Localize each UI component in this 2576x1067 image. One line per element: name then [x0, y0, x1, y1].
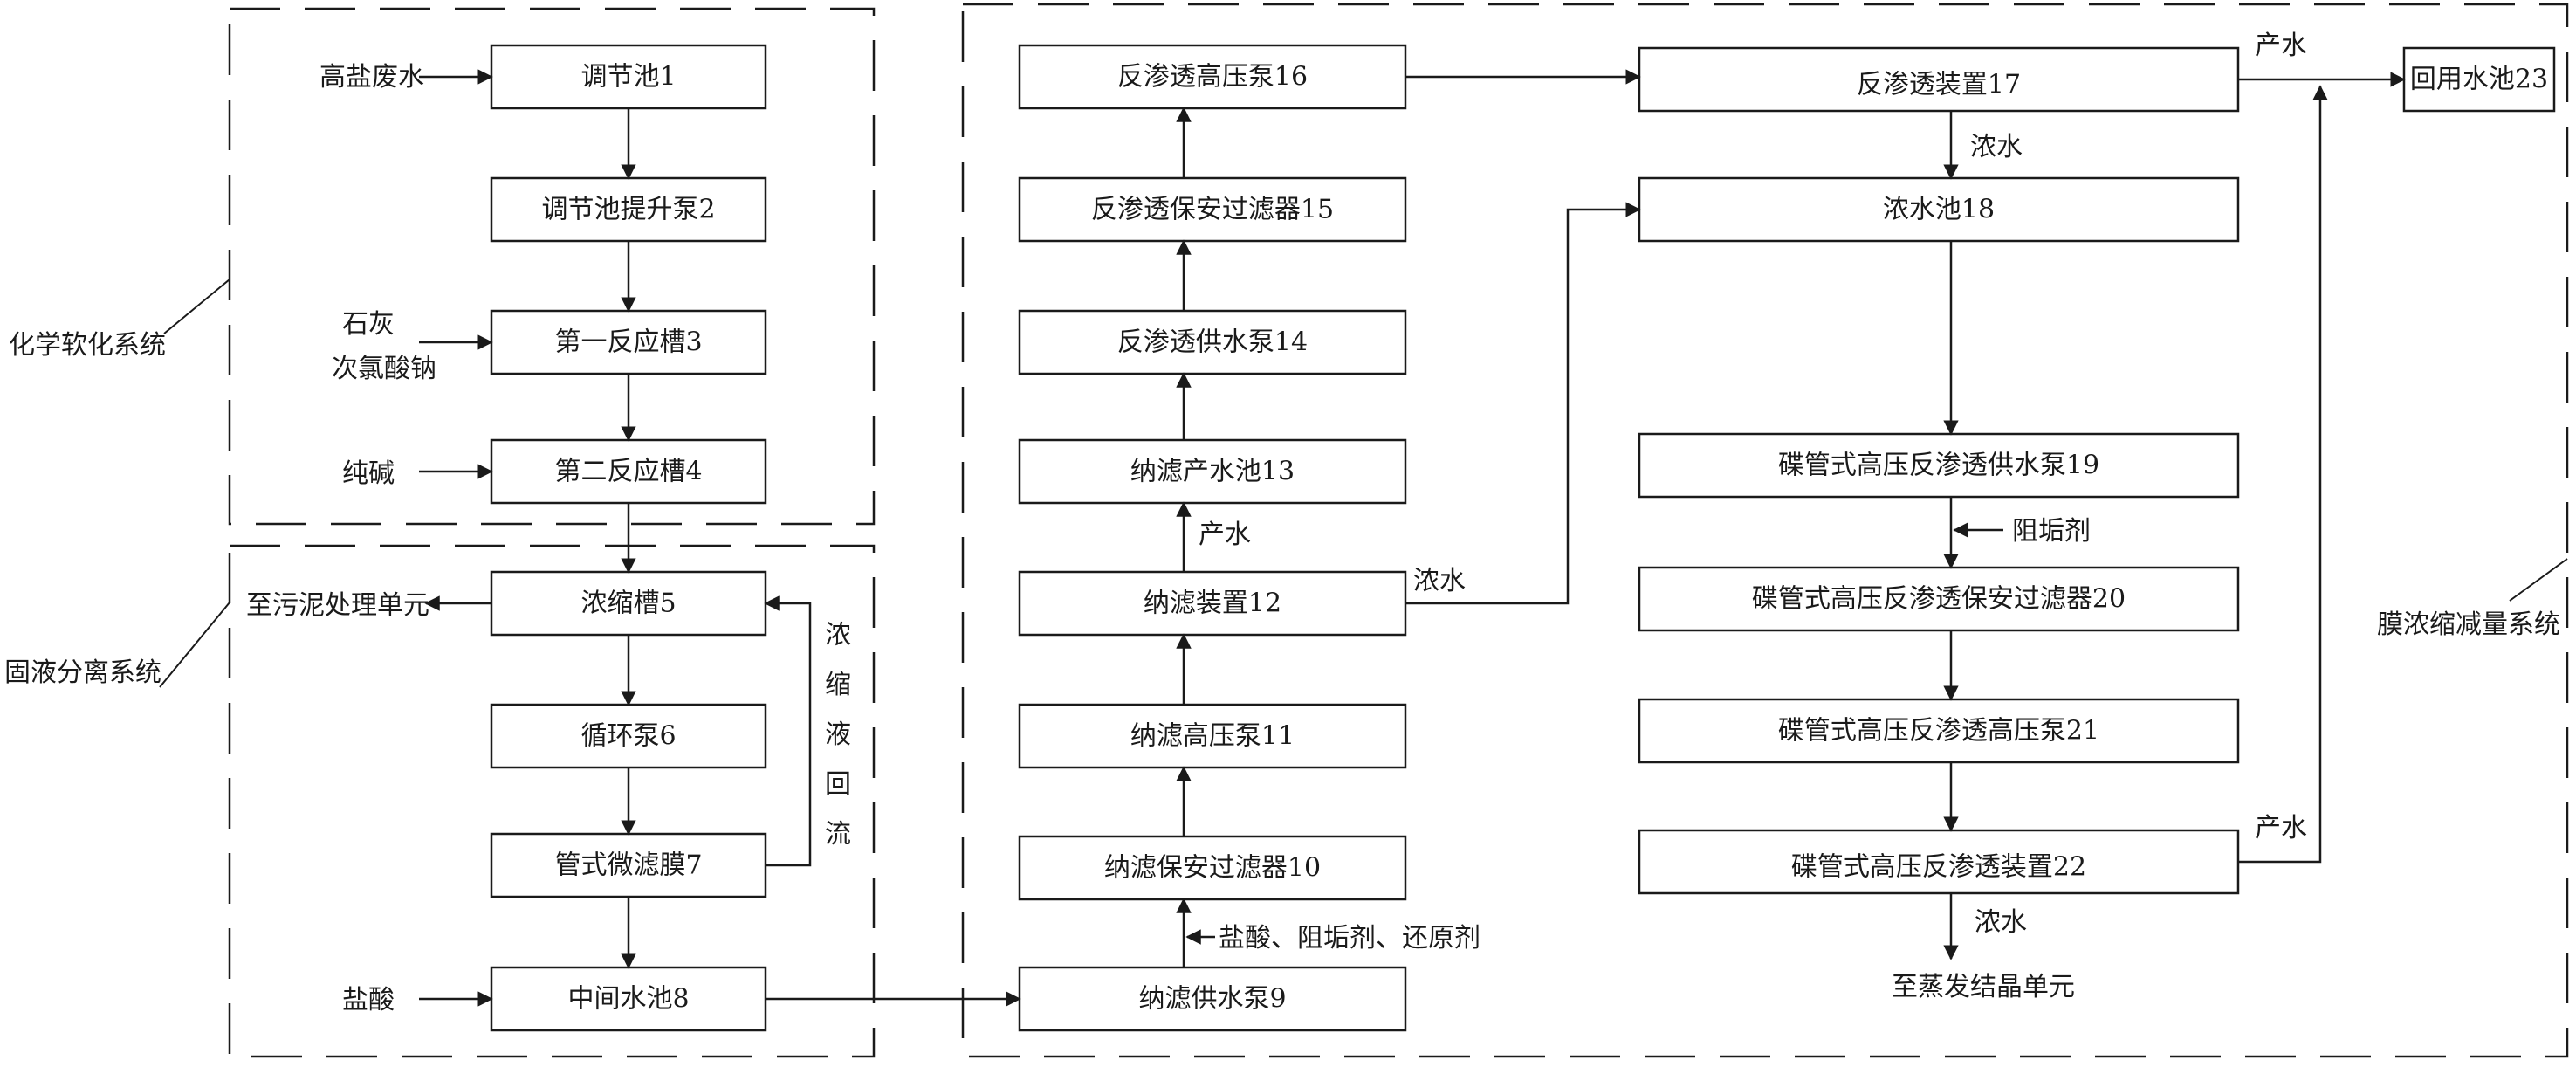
box-n8: [490, 966, 767, 1032]
box-n15: [1018, 176, 1407, 243]
output-to-sludge-unit: 至污泥处理单元: [246, 590, 429, 621]
box-n12: [1018, 570, 1407, 637]
boundary-solid-liquid-separation: [228, 544, 876, 1058]
input-soda-ash: 纯碱: [342, 458, 395, 489]
group-labels: 化学软化系统 固液分离系统 膜浓缩减量系统: [4, 279, 2568, 688]
label-n14: 反渗透供水泵14: [1117, 327, 1308, 358]
label-n1: 调节池1: [580, 62, 676, 93]
box-n6: [490, 703, 767, 769]
box-n14: [1018, 309, 1407, 375]
reflux-char: 流: [825, 819, 851, 850]
label-ro-permeate: 产水: [2255, 31, 2307, 61]
label-chemical-softening: 化学软化系统: [9, 330, 166, 361]
box-n10: [1018, 835, 1407, 901]
input-antiscalant: 阻垢剂: [2012, 516, 2091, 547]
label-solid-liquid-separation: 固液分离系统: [4, 657, 161, 688]
label-n22: 碟管式高压反渗透装置22: [1791, 852, 2086, 883]
box-n18: [1638, 176, 2240, 243]
label-n6: 循环泵6: [580, 721, 676, 752]
box-n16: [1018, 44, 1407, 110]
label-nf-concentrate: 浓水: [1413, 566, 1466, 596]
label-dtro-concentrate: 浓水: [1975, 907, 2027, 938]
label-n4: 第二反应槽4: [554, 457, 702, 487]
box-n19: [1638, 432, 2240, 499]
reflux-label: 浓 缩 液 回 流: [825, 620, 851, 850]
label-membrane-concentration: 膜浓缩减量系统: [2377, 609, 2560, 640]
box-n5: [490, 570, 767, 637]
label-n10: 纳滤保安过滤器10: [1104, 853, 1321, 884]
label-n23: 回用水池23: [2410, 65, 2548, 95]
flow-arrows: [419, 69, 2406, 1007]
label-n9: 纳滤供水泵9: [1138, 984, 1286, 1015]
label-n12: 纳滤装置12: [1144, 589, 1281, 619]
box-n20: [1638, 566, 2240, 632]
reflux-char: 回: [825, 769, 851, 800]
label-n20: 碟管式高压反渗透保安过滤器20: [1752, 584, 2126, 615]
input-nf-chemicals: 盐酸、阻垢剂、还原剂: [1219, 923, 1480, 953]
reflux-char: 缩: [825, 670, 851, 700]
label-n15: 反渗透保安过滤器15: [1091, 195, 1334, 225]
leader-chemical-softening: [163, 279, 230, 334]
system-boundaries: [228, 3, 2569, 1058]
label-n13: 纳滤产水池13: [1130, 457, 1295, 487]
label-n2: 调节池提升泵2: [541, 195, 715, 225]
arrow-n12-n18: [1405, 202, 1641, 605]
label-n3: 第一反应槽3: [554, 327, 702, 358]
input-high-salt-wastewater: 高盐废水: [319, 62, 424, 93]
reflux-char: 液: [825, 719, 851, 750]
arrow-reflux-n7-n5: [764, 595, 812, 867]
label-n17: 反渗透装置17: [1857, 70, 2021, 100]
leader-membrane: [2509, 558, 2568, 602]
input-lime: 石灰: [342, 309, 395, 340]
box-n22: [1638, 829, 2240, 895]
label-n19: 碟管式高压反渗透供水泵19: [1778, 451, 2099, 481]
box-n1: [490, 44, 767, 110]
label-n7: 管式微滤膜7: [554, 850, 702, 881]
label-n18: 浓水池18: [1883, 195, 1995, 225]
boundary-membrane-concentration: [961, 3, 2569, 1058]
label-dtro-permeate: 产水: [2255, 813, 2307, 843]
label-n11: 纳滤高压泵11: [1130, 721, 1295, 752]
box-n9: [1018, 966, 1407, 1032]
box-n21: [1638, 698, 2240, 764]
input-hydrochloric-acid: 盐酸: [342, 985, 395, 1015]
label-n21: 碟管式高压反渗透高压泵21: [1778, 716, 2099, 747]
arrow-n22-n23: [2238, 85, 2328, 864]
process-boxes: [490, 44, 2556, 1032]
label-n8: 中间水池8: [567, 984, 689, 1015]
input-sodium-hypochlorite: 次氯酸钠: [332, 354, 436, 384]
box-n3: [490, 309, 767, 375]
box-n4: [490, 438, 767, 505]
boundary-chemical-softening: [228, 7, 876, 526]
box-n23: [2402, 46, 2556, 113]
box-labels: 调节池1 调节池提升泵2 第一反应槽3 第二反应槽4 浓缩槽5 循环泵6 管式微…: [541, 62, 2548, 1015]
label-ro-concentrate: 浓水: [1970, 132, 2023, 162]
box-n11: [1018, 703, 1407, 769]
leader-solid-liquid: [159, 602, 230, 688]
output-to-evaporation-unit: 至蒸发结晶单元: [1892, 972, 2075, 1002]
label-n5: 浓缩槽5: [580, 589, 676, 619]
label-n16: 反渗透高压泵16: [1117, 62, 1308, 93]
label-nf-permeate: 产水: [1199, 520, 1251, 550]
box-n13: [1018, 438, 1407, 505]
flow-labels: 高盐废水 石灰 次氯酸钠 纯碱 盐酸 至污泥处理单元 盐酸、阻垢剂、还原剂 产水…: [246, 31, 2307, 1015]
reflux-char: 浓: [825, 620, 851, 651]
